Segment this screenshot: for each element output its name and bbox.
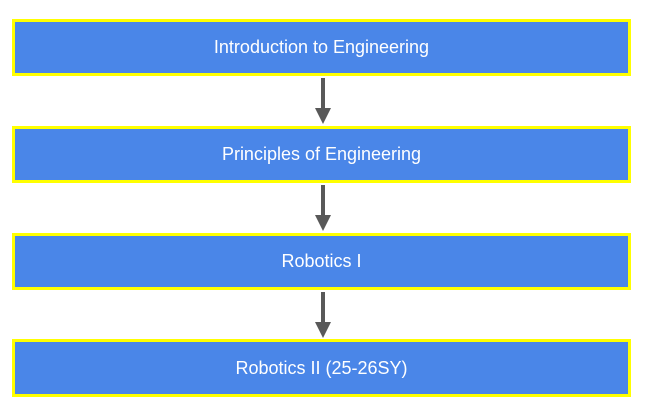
arrow-down-icon: [315, 185, 331, 231]
course-step-principles-of-engineering: Principles of Engineering: [12, 126, 631, 183]
course-step-introduction-to-engineering: Introduction to Engineering: [12, 19, 631, 76]
course-step-label: Introduction to Engineering: [213, 37, 430, 57]
course-step-label: Robotics I: [281, 251, 362, 271]
course-step-label: Principles of Engineering: [221, 144, 422, 164]
course-step-robotics-1: Robotics I: [12, 233, 631, 290]
course-step-robotics-2: Robotics II (25-26SY): [12, 339, 631, 397]
arrow-down-icon: [315, 292, 331, 338]
course-step-label: Robotics II (25-26SY): [235, 357, 408, 378]
arrow-down-icon: [315, 78, 331, 124]
